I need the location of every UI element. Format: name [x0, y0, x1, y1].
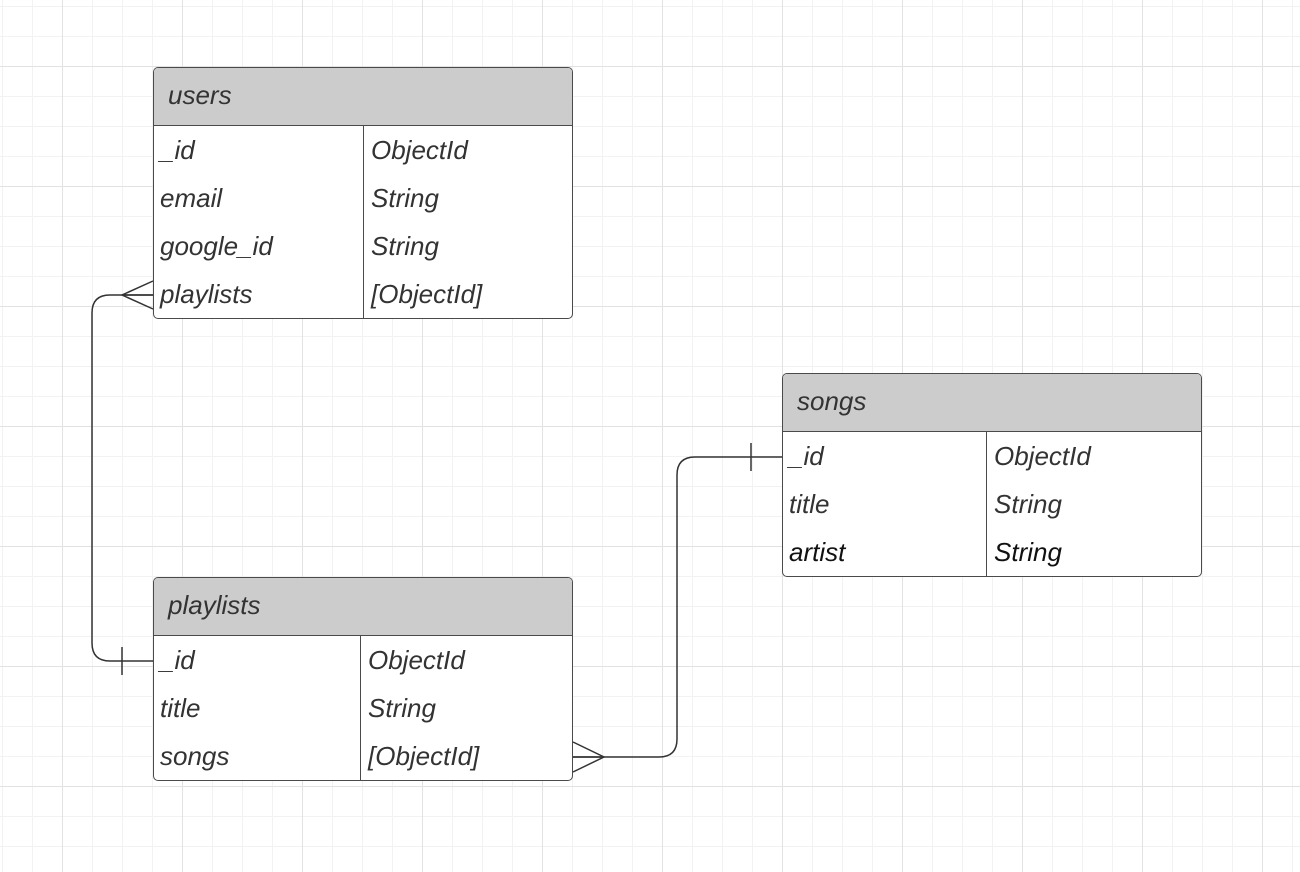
table-playlists[interactable]: playlists _id ObjectId title String song… — [153, 577, 573, 781]
field-row[interactable]: artist String — [783, 528, 1201, 576]
field-row[interactable]: google_id String — [154, 222, 572, 270]
field-name: playlists — [160, 278, 253, 309]
field-row[interactable]: _id ObjectId — [783, 432, 1201, 480]
connector-users-playlists[interactable] — [91, 294, 153, 662]
field-name: title — [789, 488, 830, 519]
field-row[interactable]: _id ObjectId — [154, 636, 572, 684]
field-type: String — [368, 692, 436, 723]
field-type: [ObjectId] — [368, 740, 480, 771]
table-users-title: users — [154, 68, 572, 126]
field-type: String — [994, 488, 1062, 519]
field-name: google_id — [160, 230, 273, 261]
field-name: _id — [160, 134, 195, 165]
connector-playlists-songs[interactable] — [573, 456, 782, 758]
field-row[interactable]: _id ObjectId — [154, 126, 572, 174]
table-songs[interactable]: songs _id ObjectId title String artist S… — [782, 373, 1202, 577]
field-row[interactable]: songs [ObjectId] — [154, 732, 572, 780]
field-name: songs — [160, 740, 230, 771]
crowfoot-many-playlists — [572, 741, 606, 773]
field-type: String — [994, 536, 1062, 567]
field-name: _id — [789, 440, 824, 471]
column-divider — [360, 636, 361, 780]
field-row[interactable]: title String — [783, 480, 1201, 528]
crowfoot-many-users — [120, 280, 154, 310]
field-name: _id — [160, 644, 195, 675]
field-type: String — [371, 230, 439, 261]
column-divider — [363, 126, 364, 318]
column-divider — [986, 432, 987, 576]
field-name: email — [160, 182, 223, 213]
field-row[interactable]: playlists [ObjectId] — [154, 270, 572, 318]
field-type: ObjectId — [371, 134, 468, 165]
field-name: title — [160, 692, 201, 723]
field-type: ObjectId — [994, 440, 1091, 471]
field-row[interactable]: title String — [154, 684, 572, 732]
field-name: artist — [789, 536, 846, 567]
table-songs-title: songs — [783, 374, 1201, 432]
table-users[interactable]: users _id ObjectId email String google_i… — [153, 67, 573, 319]
field-row[interactable]: email String — [154, 174, 572, 222]
field-type: ObjectId — [368, 644, 465, 675]
field-type: [ObjectId] — [371, 278, 483, 309]
field-type: String — [371, 182, 439, 213]
table-playlists-title: playlists — [154, 578, 572, 636]
